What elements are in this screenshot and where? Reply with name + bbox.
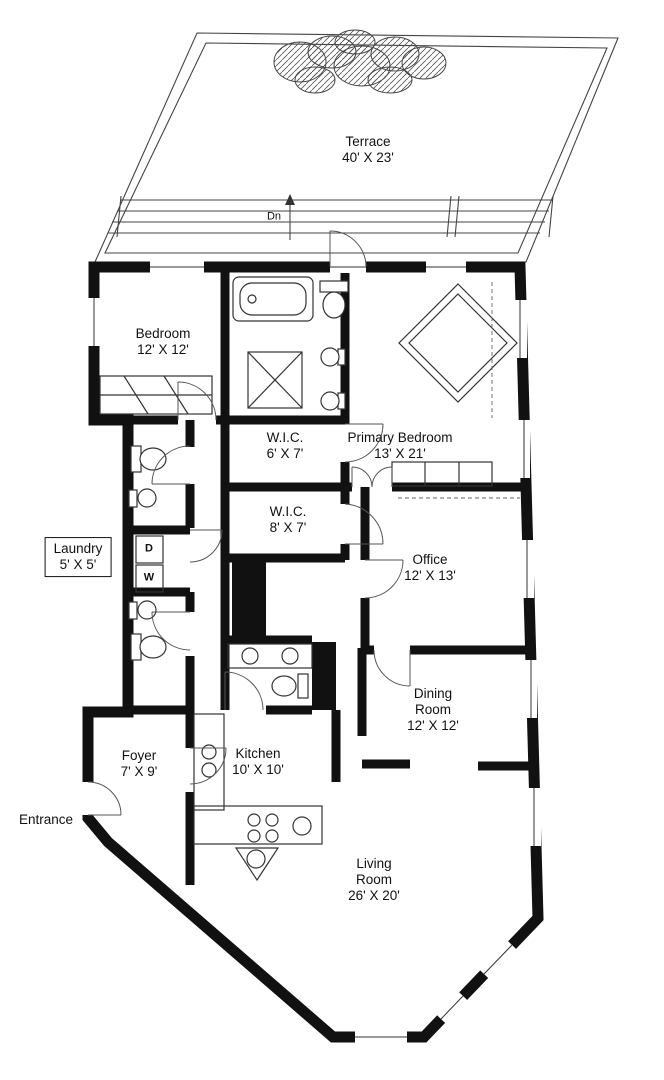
washer-label: W [143,571,155,584]
stove [247,813,312,843]
room-label-foyer: Foyer 7' X 9' [121,748,158,780]
toilet [319,280,349,319]
room-name: Living Room [355,856,392,888]
dryer-label: D [145,542,153,555]
room-name: W.I.C. [269,504,307,520]
toilet [130,445,167,473]
wall-chunk [312,642,336,710]
wall-chunk [232,562,266,642]
room-dims: 12' X 12' [407,717,459,733]
room-label-living-room: Living Room 26' X 20' [341,856,407,904]
windows [82,261,541,1044]
room-label-laundry: Laundry 5' X 5' [44,537,112,577]
bedroom-closet [99,375,213,415]
interior-walls [94,262,537,885]
dashed-detail [398,282,520,499]
room-label-office: Office 12' X 13' [404,552,456,584]
room-dims: 40' X 23' [342,150,394,165]
room-label-primary-bedroom: Primary Bedroom 13' X 21' [325,430,475,462]
toilet [271,673,309,699]
room-dims: 12' X 12' [137,342,189,357]
room-label-wic-small: W.I.C. 6' X 7' [267,430,304,462]
sink [128,600,157,620]
bed [398,283,518,403]
doors [87,230,411,816]
room-name: Foyer [121,748,157,764]
room-label-dining-room: Dining Room 12' X 12' [400,686,466,734]
room-name: Terrace [345,134,391,150]
bathtub [232,276,314,322]
kitchen-counter [193,713,323,845]
dryer-box [135,535,164,564]
room-name: Primary Bedroom [347,430,453,446]
room-name: Laundry [53,541,103,557]
room-label-bedroom: Bedroom 12' X 12' [136,326,191,358]
sink [128,488,157,508]
fixtures [99,276,520,882]
room-name: Bedroom [135,326,191,342]
room-dims: 10' X 10' [232,762,284,777]
room-name: W.I.C. [266,430,304,446]
room-dims: 7' X 9' [120,764,158,779]
room-name: Office [412,552,448,568]
washer-box [135,564,164,593]
sink [320,347,346,411]
room-dims: 6' X 7' [266,446,304,461]
room-label-kitchen: Kitchen 10' X 10' [232,746,284,778]
water-heater [234,847,280,882]
room-dims: 8' X 7' [269,520,307,535]
room-dims: 26' X 20' [348,887,400,903]
planter-shrubs [273,29,447,94]
toilet [130,633,167,661]
room-name: Kitchen [235,746,281,762]
room-label-wic-large: W.I.C. 8' X 7' [270,504,307,536]
double-sink [227,643,313,669]
room-dims: 5' X 5' [59,557,97,572]
stairs-down-label: Dn [266,210,282,223]
entrance-label: Entrance [18,812,74,828]
room-name: Dining Room [413,686,453,718]
terrace-outline [94,29,619,263]
shower [247,351,303,409]
room-label-terrace: Terrace 40' X 23' [342,134,394,166]
stairs-down-arrow [285,194,295,240]
room-dims: 12' X 13' [404,568,456,583]
room-dims: 13' X 21' [374,446,426,461]
